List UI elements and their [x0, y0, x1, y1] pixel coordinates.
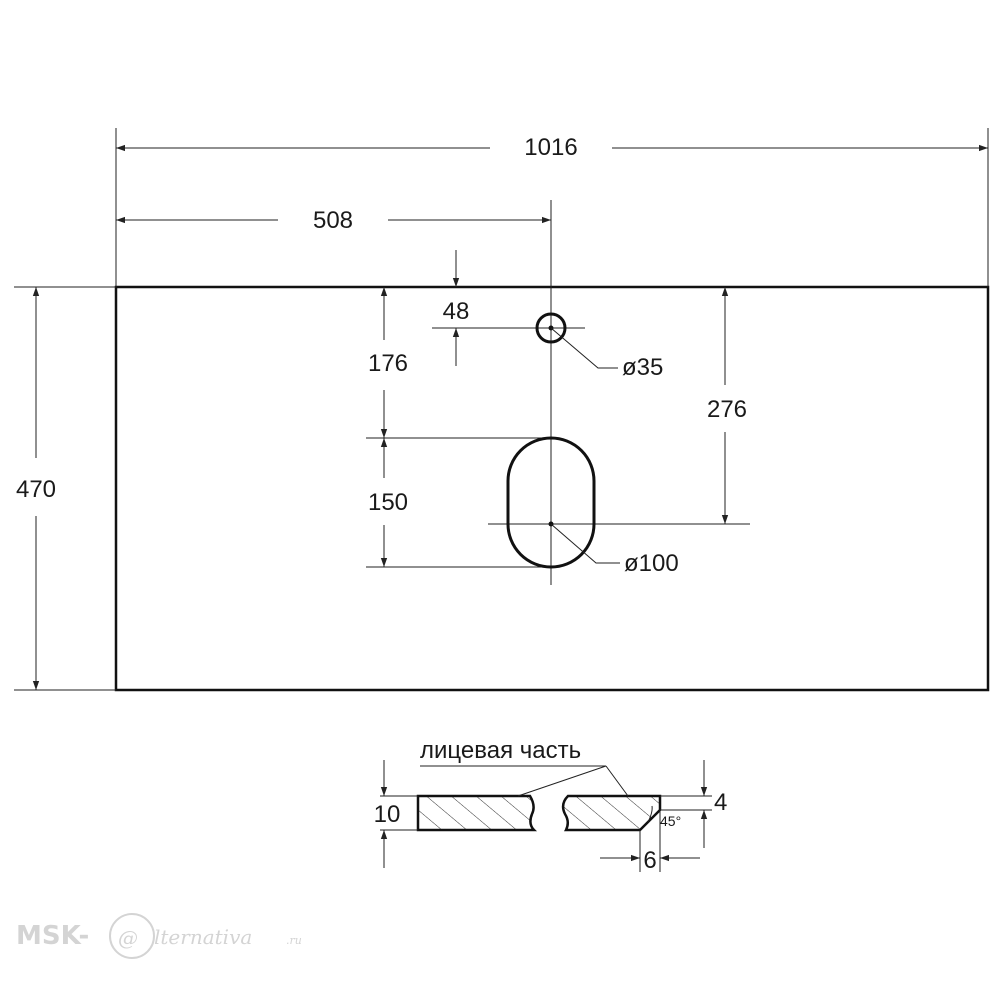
countertop-outline: [114, 285, 990, 692]
section-left-piece: [416, 794, 538, 832]
dimension-half-width: 508: [116, 207, 551, 234]
dimension-tap-to-center: 276: [488, 287, 750, 525]
basin-diameter-label: ø100: [624, 550, 679, 577]
dimension-basin-diameter: ø100: [550, 523, 679, 577]
chamfer-height-label: 4: [714, 789, 727, 816]
tap-to-center-label: 276: [707, 396, 747, 423]
watermark-script-letter: @: [118, 926, 138, 950]
dimension-basin-length: 150: [366, 437, 551, 568]
tap-offset-label: 48: [443, 298, 470, 325]
half-width-label: 508: [313, 207, 353, 234]
watermark-brand: MSK-: [16, 921, 89, 951]
watermark-logo: MSK- @ lternativa .ru: [16, 913, 302, 959]
height-label: 470: [16, 476, 56, 503]
watermark-rest: lternativa: [154, 925, 252, 949]
basin-slot: [506, 436, 596, 569]
dimension-total-width: 1016: [116, 134, 988, 161]
dimension-height: 470: [14, 286, 116, 691]
section-right-piece: [561, 794, 662, 832]
face-side-label: лицевая часть: [420, 737, 581, 764]
tap-to-basin-label: 176: [368, 350, 408, 377]
basin-length-label: 150: [368, 489, 408, 516]
chamfer-width-label: 6: [643, 847, 656, 874]
tap-hole: [535, 312, 567, 344]
watermark-tld: .ru: [286, 934, 302, 947]
dimension-tap-offset: 48: [432, 250, 585, 366]
tap-diameter-label: ø35: [622, 354, 663, 381]
dimension-tap-diameter: ø35: [550, 327, 663, 381]
chamfer-angle-label: 45°: [660, 813, 681, 829]
dimension-tap-to-basin: 176: [368, 287, 408, 438]
edge-section: лицевая часть 10 4 45° 6: [374, 737, 728, 874]
total-width-label: 1016: [524, 134, 577, 161]
thickness-label: 10: [374, 801, 401, 828]
